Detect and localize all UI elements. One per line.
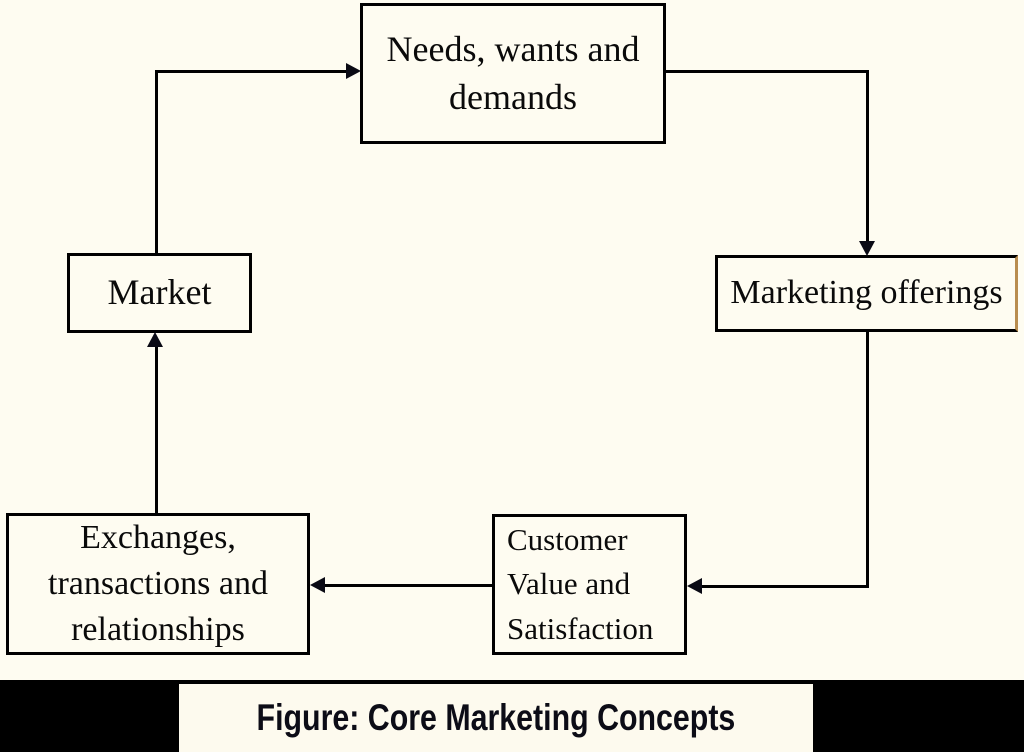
node-market: Market [67, 253, 252, 333]
arrow-needs-to-offerings-vertical-line [866, 70, 869, 242]
arrow-customer-to-exchanges-horizontal-line [324, 584, 492, 587]
node-needs-wants-demands: Needs, wants and demands [360, 3, 666, 144]
arrow-market-to-needs-horizontal-line [155, 70, 348, 73]
node-customer-value-satisfaction: Customer Value and Satisfaction [492, 514, 687, 655]
arrow-exchanges-to-market-vertical-line [155, 347, 158, 513]
arrowhead-left-icon [310, 577, 325, 593]
arrow-offerings-to-customer-horizontal-line [700, 585, 869, 588]
caption-plate: Figure: Core Marketing Concepts [179, 684, 813, 752]
arrowhead-right-icon [346, 63, 361, 79]
arrow-market-to-needs-vertical-line [155, 71, 158, 253]
arrowhead-down-icon [859, 241, 875, 256]
node-exchanges-transactions-relationships: Exchanges, transactions and relationship… [6, 513, 310, 655]
arrow-needs-to-offerings-horizontal-line [663, 70, 869, 73]
caption-bar: Figure: Core Marketing Concepts [0, 680, 1024, 752]
arrowhead-left-icon [687, 578, 702, 594]
arrowhead-up-icon [147, 332, 163, 347]
figure-caption: Figure: Core Marketing Concepts [256, 697, 736, 738]
node-marketing-offerings: Marketing offerings [715, 255, 1018, 332]
arrow-offerings-to-customer-vertical-line [866, 330, 869, 588]
